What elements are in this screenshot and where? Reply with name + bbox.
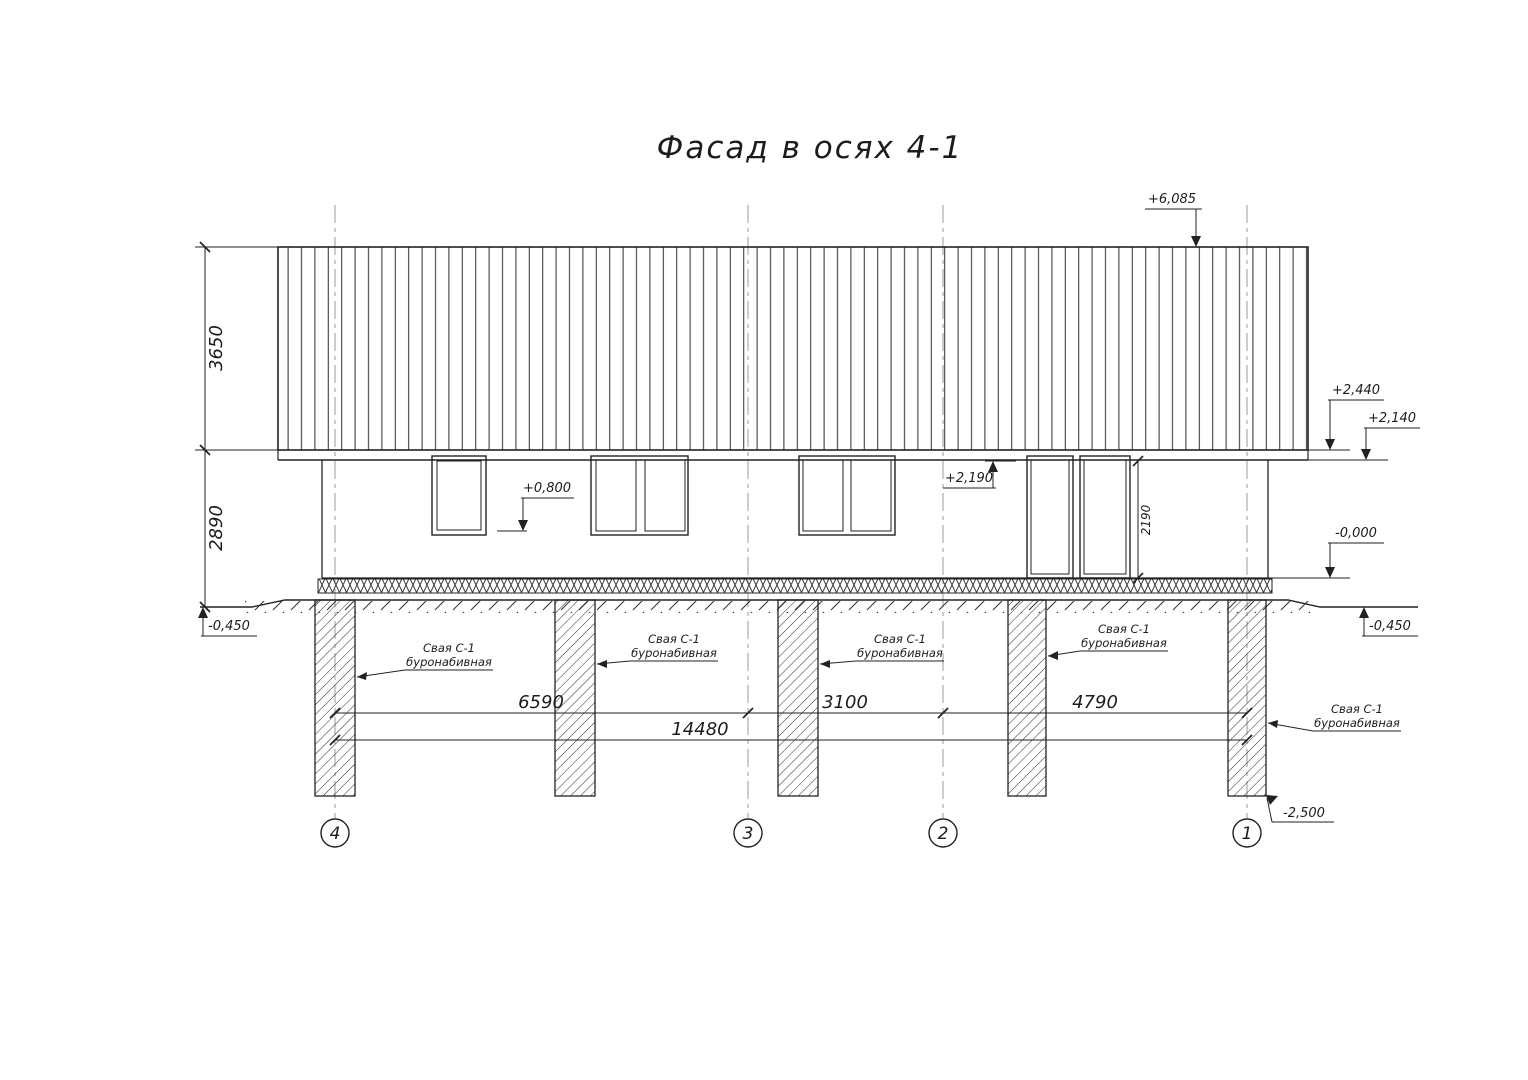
door-opening [1026, 455, 1131, 579]
drawing-title: Фасад в осях 4-1 [657, 130, 964, 166]
pile-2 [554, 599, 596, 797]
elev-ground-right: -0,450 [1369, 619, 1411, 634]
windows [431, 455, 1131, 579]
elev-pile-bottom: -2,500 [1283, 806, 1325, 821]
window-3 [798, 455, 896, 536]
pile-callout-1: Свая С-1 буронабивная [356, 641, 493, 680]
elev-floor-zero-mark: -0,000 [1268, 526, 1384, 579]
axis-bubble-1 [1232, 818, 1262, 848]
elev-eaves-top: +2,440 [1332, 383, 1380, 398]
axis-bubbles [320, 818, 1262, 848]
pile-axis-3 [777, 599, 819, 797]
pile-label-name: Свая С-1 [648, 632, 700, 646]
pile-axis-1 [1227, 599, 1267, 797]
axis-bubble-3 [733, 818, 763, 848]
pile-label-name: Свая С-1 [874, 632, 926, 646]
axis-number-4: 4 [330, 824, 341, 844]
dim-roof-height: 3650 [206, 325, 227, 371]
elev-window-sill: +0,800 [523, 481, 571, 496]
pile-label-name: Свая С-1 [423, 641, 475, 655]
elev-pile-bottom-mark: -2,500 [1266, 795, 1334, 823]
elev-floor-zero: -0,000 [1335, 526, 1377, 541]
elev-eaves-bottom-mark: +2,140 [1308, 411, 1420, 461]
pile-label-type: буронабивная [1081, 636, 1167, 650]
window-1 [431, 455, 487, 536]
bottom-dimension-lines [329, 707, 1253, 746]
elev-roof-top: +6,085 [1148, 192, 1196, 207]
axis-bubble-4 [320, 818, 350, 848]
pile-label-type: буронабивная [631, 646, 717, 660]
pile-callout-2: Свая С-1 буронабивная [596, 632, 718, 668]
elev-ground-left: -0,450 [208, 619, 250, 634]
elev-eaves-top-mark: +2,440 [1308, 383, 1384, 451]
roof-panel [277, 246, 1309, 461]
pile-label-name: Свая С-1 [1098, 622, 1150, 636]
window-2 [590, 455, 689, 536]
pile-callout-4: Свая С-1 буронабивная [1047, 622, 1168, 660]
dim-opening-height-line [1132, 455, 1144, 584]
pile-axis-4 [314, 599, 356, 797]
elev-opening-top: +2,190 [945, 471, 993, 486]
piles [314, 599, 1267, 797]
axis-number-1: 1 [1242, 824, 1253, 844]
axis-number-3: 3 [743, 824, 754, 844]
dim-span-2-1: 4790 [1072, 692, 1118, 713]
dim-wall-height: 2890 [206, 505, 227, 551]
axis-bubble-2 [928, 818, 958, 848]
floor-slab [317, 578, 1273, 594]
pile-callout-3: Свая С-1 буронабивная [819, 632, 944, 668]
dim-total-span: 14480 [671, 719, 728, 740]
elev-window-sill-mark: +0,800 [497, 481, 574, 532]
elev-eaves-bottom: +2,140 [1368, 411, 1416, 426]
left-dimension-chain [195, 241, 282, 613]
dim-span-4-3: 6590 [518, 692, 564, 713]
elev-roof-top-mark: +6,085 [1145, 192, 1202, 247]
pile-label-name: Свая С-1 [1331, 702, 1383, 716]
pile-label-type: буронабивная [857, 646, 943, 660]
dim-opening-height: 2190 [1139, 504, 1153, 535]
dim-span-3-2: 3100 [822, 692, 868, 713]
axis-number-2: 2 [938, 824, 949, 844]
pile-label-type: буронабивная [406, 655, 492, 669]
elev-ground-left-mark: -0,450 [198, 607, 257, 637]
elev-ground-right-mark: -0,450 [1359, 607, 1418, 637]
pile-label-type: буронабивная [1314, 716, 1400, 730]
pile-4 [1007, 599, 1047, 797]
elev-opening-top-mark: +2,190 [943, 460, 1016, 489]
pile-callout-5: Свая С-1 буронабивная [1267, 702, 1401, 732]
